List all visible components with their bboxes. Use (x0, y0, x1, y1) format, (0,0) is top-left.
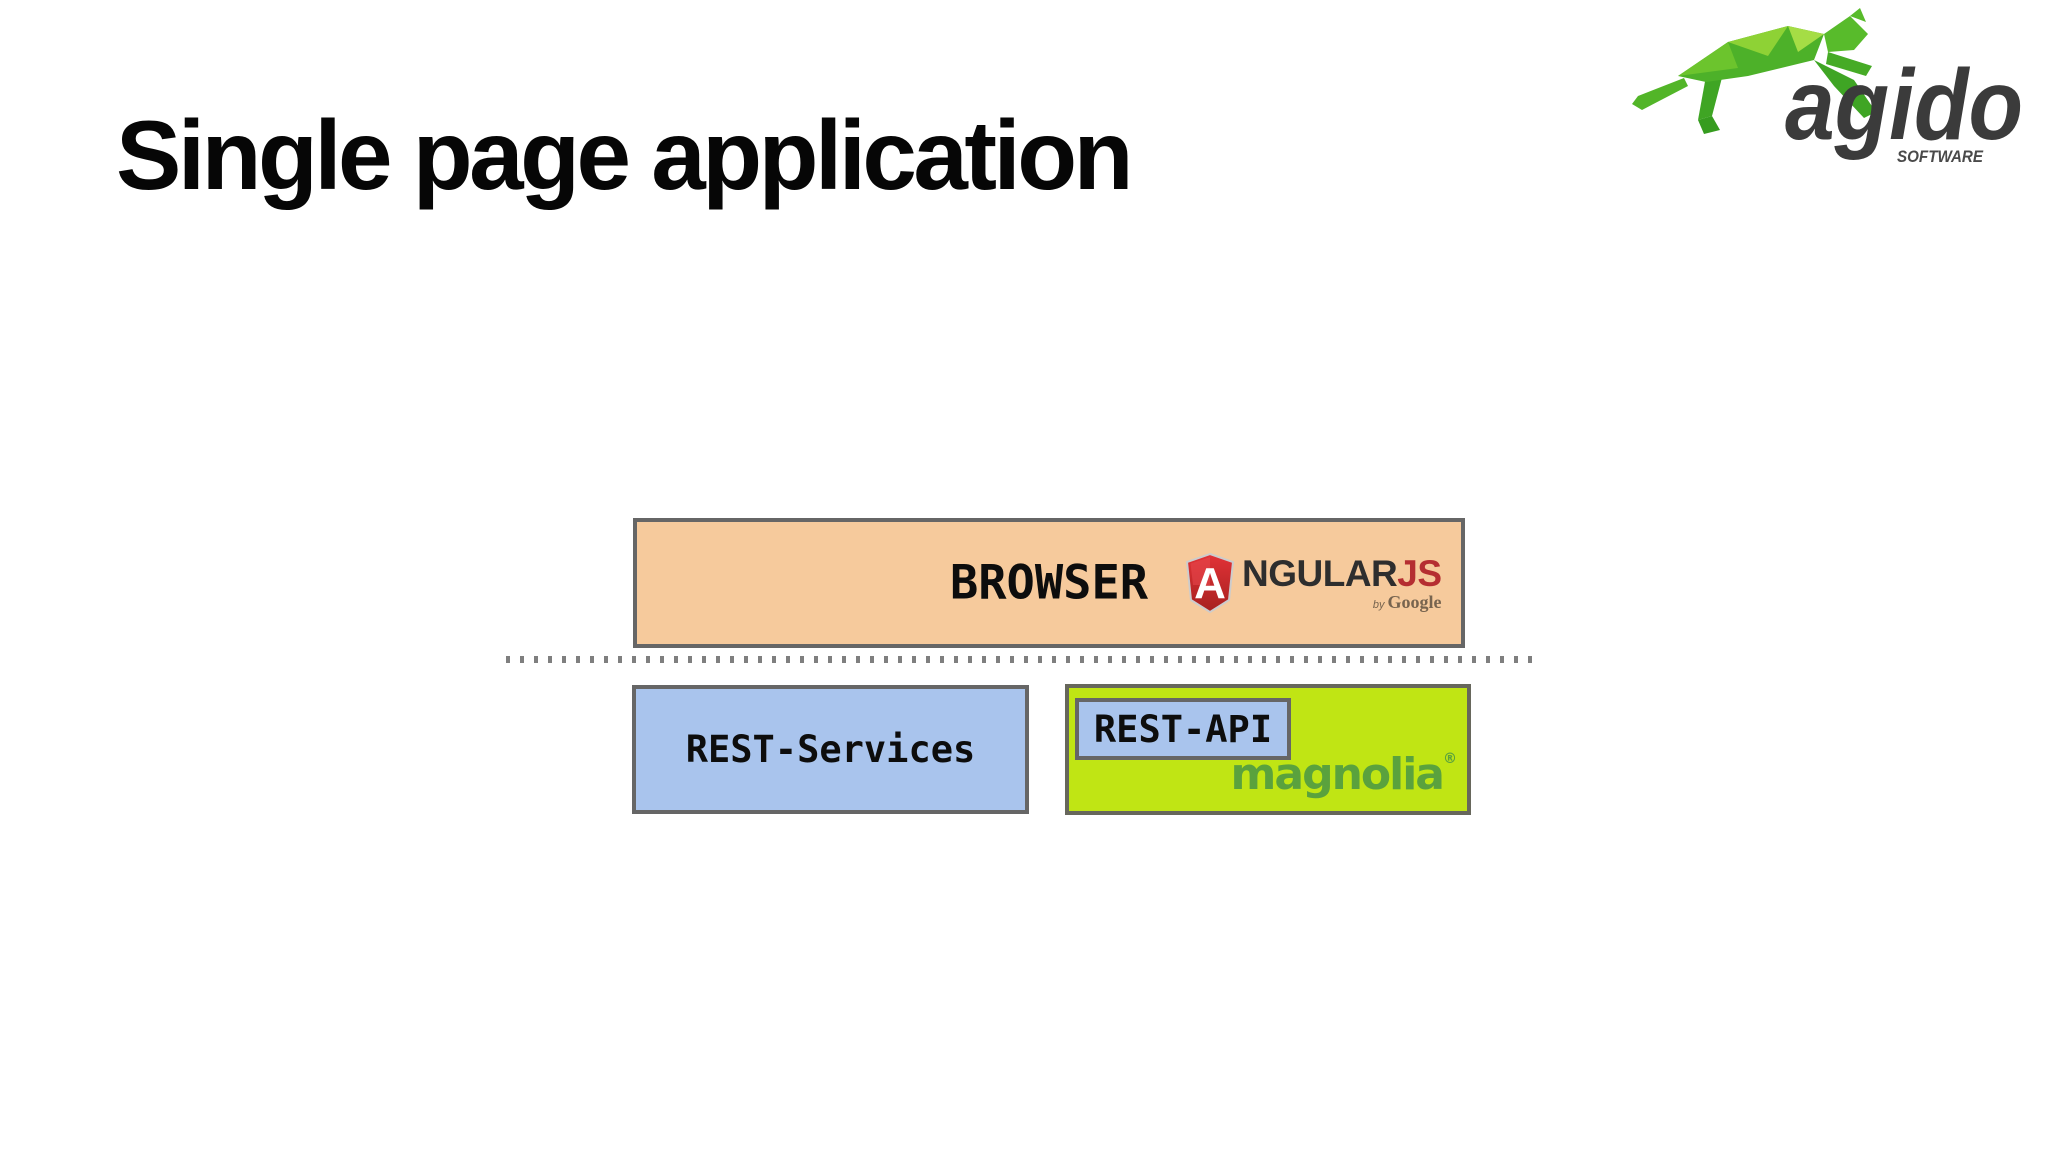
angularjs-shield-icon: A (1185, 553, 1235, 613)
browser-label: BROWSER (949, 555, 1149, 611)
rest-api-label: REST-API (1093, 707, 1273, 751)
rest-api-box: REST-API (1075, 698, 1291, 760)
agido-logo-graphic: agido SOFTWARE (1632, 8, 2023, 166)
agido-logo: agido SOFTWARE (1628, 4, 2028, 172)
google-logo-text: Google (1387, 591, 1442, 612)
angularjs-shield-letter: A (1194, 559, 1226, 608)
rest-services-box: REST-Services (632, 685, 1029, 814)
registered-trademark-symbol: ® (1443, 751, 1457, 767)
magnolia-brand-logo: magnolia® (1231, 752, 1457, 797)
magnolia-box: REST-API magnolia® (1065, 684, 1471, 815)
angularjs-word-prefix: NGULAR (1242, 552, 1398, 594)
agido-tagline-text: SOFTWARE (1897, 147, 1984, 166)
agido-brand-text: agido (1785, 49, 2023, 161)
angularjs-byline-by: by (1372, 598, 1385, 611)
magnolia-brand-text: magnolia (1230, 749, 1445, 800)
rest-services-label: REST-Services (685, 728, 976, 771)
page-title: Single page application (116, 100, 1134, 210)
angularjs-word-suffix: JS (1397, 552, 1442, 594)
dotted-separator-line (506, 656, 1542, 663)
leaping-panther-icon (1632, 8, 1876, 134)
